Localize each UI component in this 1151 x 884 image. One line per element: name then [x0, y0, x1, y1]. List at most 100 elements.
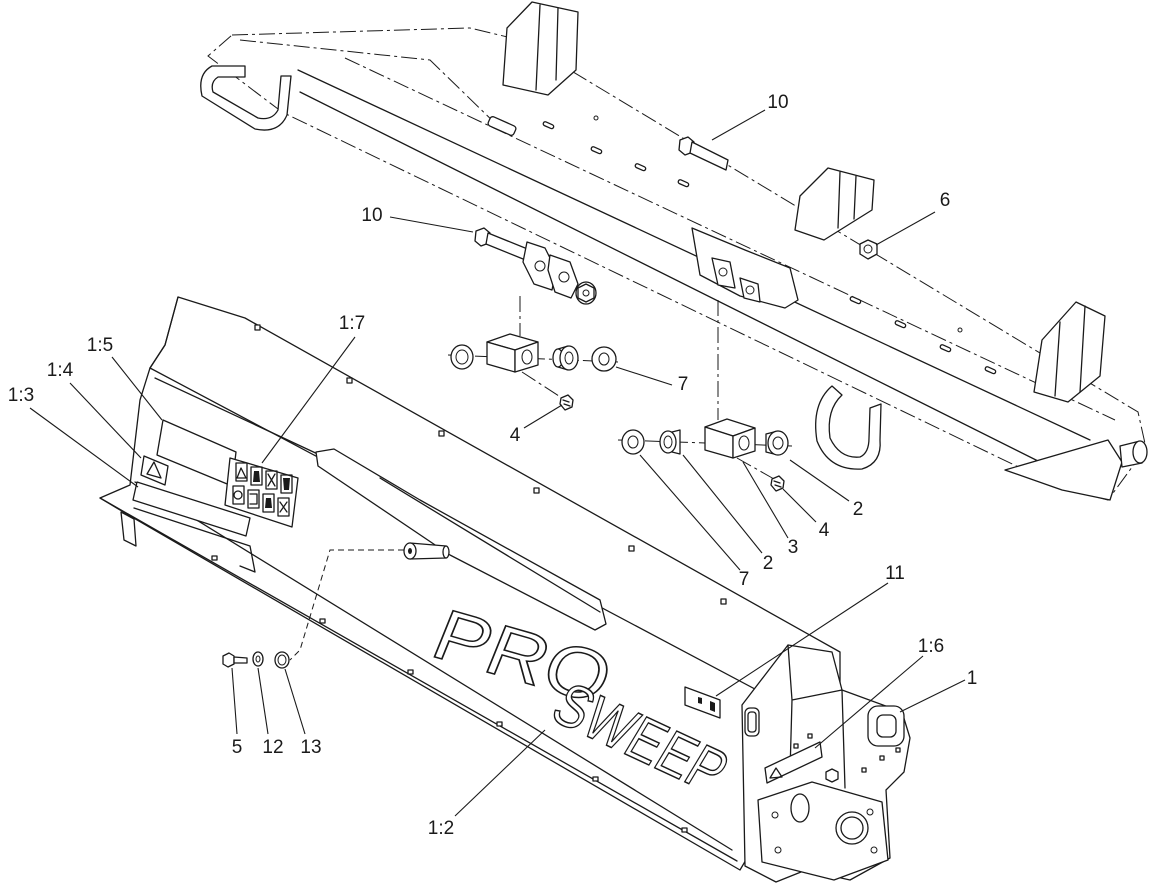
pictogram-figure — [283, 478, 290, 490]
callout-label: 1:4 — [47, 360, 74, 381]
roller-pin-end — [442, 545, 450, 559]
end-housing-hole — [807, 733, 813, 739]
frame-slot — [984, 366, 997, 375]
leader-line — [615, 366, 673, 386]
assembly-axis — [736, 457, 775, 480]
pictogram-figure — [267, 473, 276, 487]
end-housing-hole — [861, 767, 867, 773]
frame-centerline — [239, 39, 501, 129]
pictogram-figure — [249, 493, 258, 505]
housing-lower-edge — [134, 481, 733, 851]
mounting-frame — [200, 1, 1148, 501]
mounting-hole — [774, 846, 782, 854]
flange-bushing-bore — [455, 349, 469, 365]
assembly-path — [289, 549, 404, 661]
nut-bore — [863, 244, 873, 254]
frame-slot — [939, 344, 952, 353]
pivot-bracket — [691, 227, 799, 309]
shroud-rod-ridge — [379, 477, 601, 613]
pictogram-figure — [233, 490, 243, 500]
callout-label: 5 — [232, 737, 243, 758]
hardware — [474, 136, 878, 305]
leader-line — [523, 404, 563, 429]
frame-upright-fold — [535, 4, 559, 91]
housing-slot — [496, 721, 503, 727]
housing-outline — [99, 296, 841, 871]
spacer-washer-bore — [277, 654, 287, 666]
callout-label: 10 — [767, 92, 788, 113]
pivot-hole — [745, 285, 755, 295]
frame-upright — [502, 1, 579, 96]
frame-slot — [849, 296, 862, 305]
mounting-tab — [790, 793, 810, 823]
end-cap-ring-inner — [876, 714, 897, 738]
end-housing-hole — [879, 755, 885, 761]
pictogram-cell — [262, 493, 275, 513]
hex-bolt-icon — [222, 652, 235, 668]
housing-slot — [211, 555, 218, 561]
housing-rail-groove — [154, 377, 323, 457]
housing-slot — [438, 430, 445, 437]
callout-label: 7 — [739, 569, 750, 590]
bushing-bore — [663, 435, 673, 449]
leader-line — [742, 461, 789, 539]
housing-slot — [720, 598, 727, 605]
end-housing-hole — [793, 743, 799, 749]
callout-label: 12 — [262, 737, 283, 758]
mount-plate-hole — [558, 271, 570, 283]
callout-label: 1:7 — [339, 313, 365, 334]
pictogram-figure — [279, 501, 288, 513]
pivot-bushing-group-right — [617, 300, 793, 492]
pictogram-cell — [250, 466, 263, 486]
right-handle — [815, 385, 882, 470]
flat-washer-bore — [255, 655, 261, 663]
bushing-bore — [564, 351, 574, 365]
sweeper-housing: PRO SWEEP — [99, 296, 841, 871]
callout-label: 11 — [885, 563, 905, 584]
pivot-bushing-group-left — [447, 296, 619, 411]
grease-fitting-icon — [559, 394, 574, 411]
callout-label: 1:2 — [428, 818, 454, 839]
housing-slot — [319, 618, 326, 624]
frame-slot — [590, 146, 603, 155]
housing-slot — [254, 324, 261, 331]
left-handle — [200, 65, 292, 131]
pictogram-cell — [235, 462, 248, 482]
housing-slot — [592, 776, 599, 782]
leader-line — [284, 668, 306, 735]
callout-label: 13 — [300, 737, 321, 758]
callout-label: 1:5 — [87, 335, 113, 356]
leader-line — [389, 216, 474, 233]
frame-outline — [207, 27, 1147, 501]
frame-upright-fold — [837, 171, 857, 229]
frame-upright — [794, 167, 875, 241]
warning-triangle-icon — [236, 467, 247, 479]
callout-labels: 10 10 6 1:7 1:5 1:4 1:3 7 4 2 4 3 2 7 11… — [8, 92, 978, 839]
frame-upright — [1033, 301, 1106, 403]
housing-slot — [681, 827, 688, 833]
pictogram-figure — [698, 697, 702, 704]
pivot-block-bore — [521, 349, 533, 365]
assembly-axis — [521, 371, 563, 399]
pictogram-figure — [265, 498, 272, 508]
end-housing-slot-inner — [747, 711, 757, 733]
axle-end — [1132, 440, 1148, 464]
callout-label: 7 — [678, 374, 689, 395]
frame-slot — [894, 320, 907, 329]
frame-deck-edge — [299, 91, 1041, 463]
callout-label: 2 — [763, 553, 774, 574]
grease-fitting-icon — [770, 475, 785, 492]
nut-bore — [582, 289, 590, 297]
end-housing-hole — [895, 747, 901, 753]
frame-slot — [487, 116, 517, 136]
mounting-bore-inner — [840, 816, 864, 840]
housing-slot — [407, 669, 414, 675]
pictogram-cell — [247, 489, 260, 509]
mounting-hole — [866, 808, 874, 816]
shroud-rod — [315, 448, 607, 631]
leader-line — [231, 667, 238, 735]
callout-label: 2 — [853, 499, 864, 520]
frame-deck-edge — [297, 69, 1091, 441]
pictogram-cell — [232, 485, 245, 505]
warning-triangle-icon — [146, 461, 162, 479]
